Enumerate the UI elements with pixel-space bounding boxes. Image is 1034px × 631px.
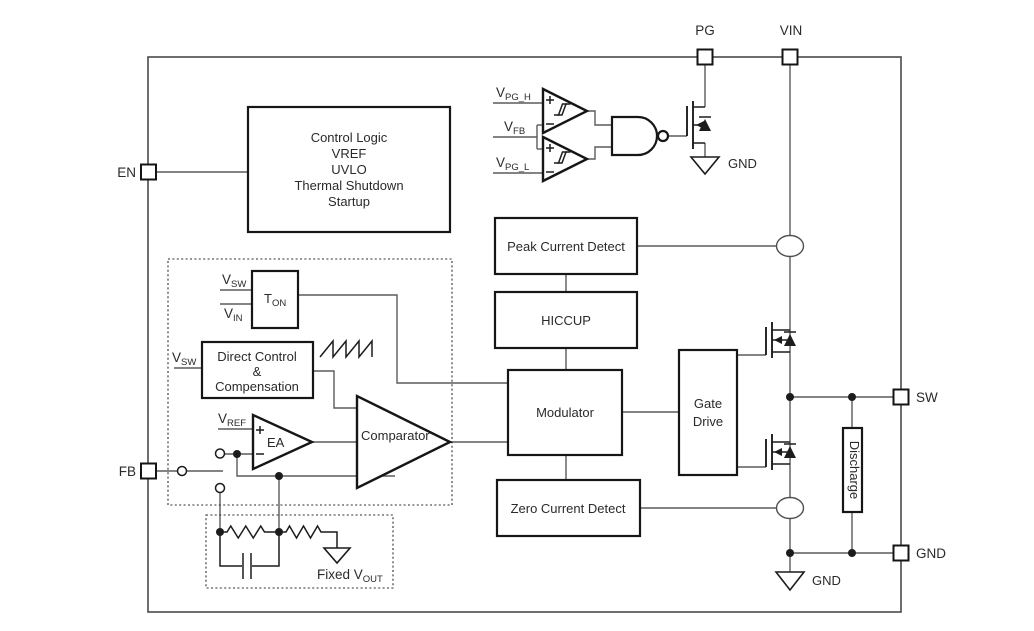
comparator-label: Comparator: [361, 428, 430, 443]
vin-ton-label: VIN: [224, 306, 243, 324]
control-logic-line4: Thermal Shutdown: [294, 178, 403, 193]
direct-control-line1: Direct Control: [217, 349, 297, 364]
power-gnd-label: GND: [812, 573, 841, 588]
pin-gnd: GND: [892, 544, 946, 562]
error-amplifier: EA: [251, 413, 315, 471]
body-diode-icon: [699, 119, 711, 131]
gate-drive-line1: Gate: [694, 396, 722, 411]
sawtooth-icon: [319, 338, 373, 360]
zero-current-detect-block: Zero Current Detect: [495, 478, 642, 538]
hiccup-label: HICCUP: [541, 313, 591, 328]
control-logic-block: Control Logic VREF UVLO Thermal Shutdown…: [246, 105, 452, 234]
inverter-bubble: [656, 129, 670, 143]
ground-symbol-vout: [322, 547, 352, 565]
fixed-vout-label: Fixed VOUT: [317, 567, 383, 585]
vpg-l-label: VPG_L: [496, 155, 529, 173]
modulator-label: Modulator: [536, 405, 594, 420]
pg-comparator-high: [541, 87, 590, 135]
vsw-ton-label: VSW: [222, 272, 246, 290]
pg-mosfet: [686, 101, 711, 149]
zero-current-detect-label: Zero Current Detect: [511, 501, 626, 516]
plus-icon: [546, 144, 554, 152]
gate-drive-block: Gate Drive: [677, 348, 739, 477]
feedback-switch: [176, 448, 226, 494]
ea-label: EA: [267, 435, 285, 450]
pg-comparator-low: [541, 135, 590, 183]
direct-control-block: Direct Control & Compensation: [200, 340, 315, 400]
on-time-loop-region: [167, 258, 453, 506]
sw-pin-label: SW: [916, 390, 938, 405]
pin-fb: FB: [119, 462, 157, 480]
ground-symbol-power: GND: [774, 571, 841, 592]
vpg-h-label: VPG_H: [496, 85, 531, 103]
vout-divider: Fixed VOUT: [219, 524, 383, 585]
vref-label: VREF: [218, 411, 246, 429]
discharge-block: Discharge: [841, 426, 864, 514]
hysteresis-icon: [554, 151, 571, 164]
pin-pg: PG: [695, 23, 715, 66]
ton-block: TON: [250, 269, 300, 330]
body-arrow-icon: [774, 336, 782, 344]
resistor-bottom: [279, 524, 338, 548]
plus-icon: [546, 96, 554, 104]
comparator: Comparator: [355, 394, 453, 490]
gnd-pin-label: GND: [916, 546, 946, 561]
fb-pin-label: FB: [119, 464, 136, 479]
fixed-vout-region: [205, 514, 394, 589]
plus-icon: [256, 426, 264, 434]
direct-control-line3: Compensation: [215, 379, 299, 394]
pin-vin: VIN: [780, 23, 803, 66]
current-sense-top: [775, 234, 805, 258]
vsw-dc-label: VSW: [172, 350, 196, 368]
junction-dots: [216, 393, 856, 557]
control-logic-line1: Control Logic: [311, 130, 388, 145]
control-logic-line3: UVLO: [331, 162, 366, 177]
modulator-block: Modulator: [506, 368, 624, 457]
cap-lead-right: [252, 532, 280, 567]
peak-current-detect-block: Peak Current Detect: [493, 216, 639, 276]
pin-sw: SW: [892, 388, 938, 406]
ls-mosfet: [765, 434, 796, 470]
control-logic-line5: Startup: [328, 194, 370, 209]
cap-lead-left: [219, 532, 242, 567]
wires: [156, 64, 893, 572]
nand-gate: [610, 115, 670, 157]
gate-drive-line2: Drive: [693, 414, 723, 429]
hs-mosfet: [765, 322, 796, 358]
en-pin-label: EN: [117, 165, 136, 180]
current-sense-bottom: [775, 496, 805, 520]
switch-contact-fb: [176, 465, 188, 477]
body-diode-icon: [784, 446, 796, 458]
discharge-label: Discharge: [847, 441, 862, 500]
resistor-top: [220, 524, 279, 540]
switch-contact-divider: [214, 482, 226, 494]
ton-label: TON: [264, 291, 286, 309]
device-boundary: [147, 56, 902, 613]
pg-pin-label: PG: [695, 23, 715, 38]
peak-current-detect-label: Peak Current Detect: [507, 239, 625, 254]
switch-contact-ea: [214, 448, 226, 459]
pg-gnd-label: GND: [728, 156, 757, 171]
hiccup-block: HICCUP: [493, 290, 639, 350]
vfb-label: VFB: [504, 119, 525, 137]
pin-en: EN: [117, 163, 157, 181]
hysteresis-icon: [554, 103, 571, 116]
vin-pin-label: VIN: [780, 23, 803, 38]
direct-control-line2: &: [253, 364, 262, 379]
body-arrow-icon: [774, 448, 782, 456]
ground-symbol-pg: GND: [689, 156, 757, 176]
control-logic-line2: VREF: [332, 146, 367, 161]
body-diode-icon: [784, 334, 796, 346]
